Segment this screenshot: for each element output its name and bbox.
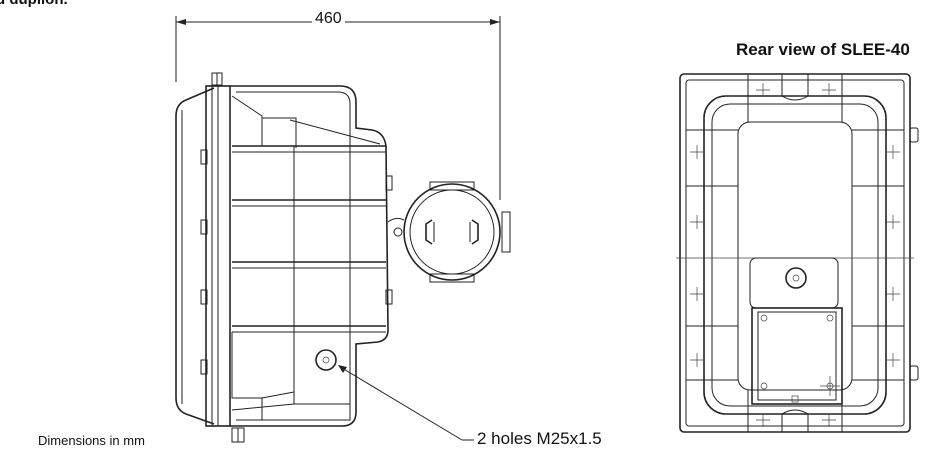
rear-view-title: Rear view of SLEE-40 bbox=[736, 40, 910, 59]
dimension-line-460 bbox=[175, 16, 501, 200]
heading-fragment: d duplion. bbox=[0, 0, 68, 8]
units-note: Dimensions in mm bbox=[38, 433, 145, 448]
side-view bbox=[175, 16, 511, 443]
rear-view bbox=[676, 73, 919, 433]
dimension-label-460: 460 bbox=[312, 10, 345, 28]
holes-callout: 2 holes M25x1.5 bbox=[477, 429, 602, 448]
junction-box bbox=[387, 181, 511, 283]
